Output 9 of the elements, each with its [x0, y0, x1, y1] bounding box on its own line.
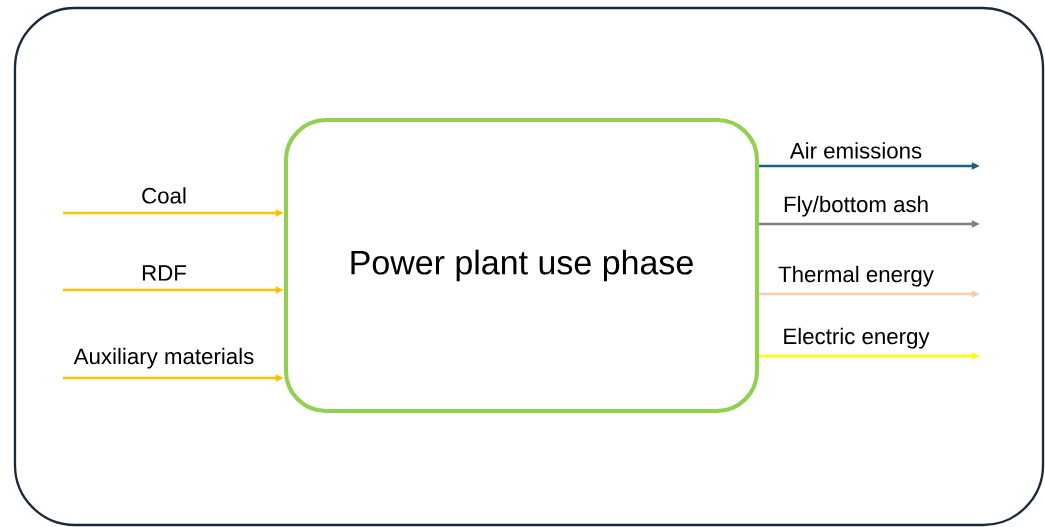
process-box: Power plant use phase: [283, 117, 760, 414]
edge-label: Air emissions: [789, 142, 922, 159]
frame-box: [13, 6, 1045, 527]
edge-label: Coal: [142, 187, 186, 204]
edge-label: Electric energy: [784, 327, 930, 349]
edge-label: Auxiliary materials: [73, 347, 254, 369]
edge-label: Fly/bottom ash: [784, 195, 928, 217]
edge-label: Thermal energy: [778, 265, 934, 287]
edge-label: RDF: [142, 265, 186, 281]
